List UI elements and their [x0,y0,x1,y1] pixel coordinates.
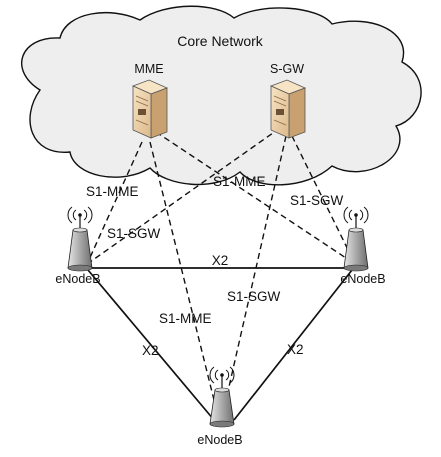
s1-sgw-right-label: S1-SGW [290,193,344,208]
x2-right-label: X2 [287,342,304,357]
s1-sgw-link-right [291,135,355,263]
enodeb-bottom-label: eNodeB [197,433,242,447]
enodeb-left-label: eNodeB [55,272,100,286]
s1-sgw-link-bottom [225,135,287,401]
radio-waves-icon [209,366,235,384]
enodeb-right [343,206,369,272]
x2-link-right [233,269,353,421]
s1-mme-bottom-label: S1-MME [159,311,212,326]
radio-waves-icon [343,206,369,224]
enodeb-bottom [209,366,235,428]
radio-waves-icon [67,206,93,224]
x2-top-label: X2 [212,253,229,268]
enodeb-right-label: eNodeB [340,272,385,286]
s1-mme-center-label: S1-MME [213,174,266,189]
s1-mme-link-right [155,131,353,263]
s1-mme-left-label: S1-MME [86,184,139,199]
s1-sgw-bottom-label: S1-SGW [227,289,281,304]
mme-label: MME [134,62,163,76]
link-labels: S1-MME S1-MME S1-SGW S1-SGW X2 S1-SGW S1… [86,174,344,358]
sgw-label: S-GW [270,62,304,76]
s1-sgw-link-left [89,127,281,263]
x2-left-label: X2 [142,343,159,358]
x2-link-left [87,269,215,421]
s1-mme-link-bottom [149,141,215,401]
links [87,127,355,421]
s1-mme-link-left [87,141,143,263]
core-network-title: Core Network [177,33,264,49]
enodeb-left [67,206,93,272]
sgw-server [269,79,307,139]
core-network-cloud [21,5,422,186]
mme-server [131,79,169,139]
s1-sgw-left-label: S1-SGW [107,226,161,241]
